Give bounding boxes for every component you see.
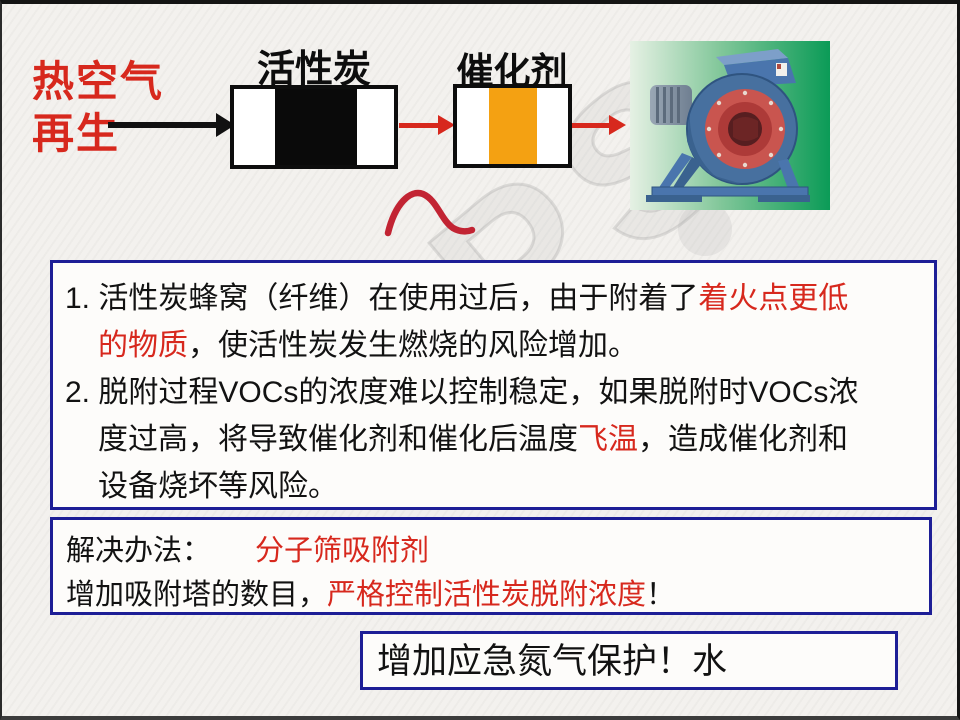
risk-text-box: 1. 活性炭蜂窝（纤维）在使用过后，由于附着了着火点更低的物质，使活性炭发生燃烧… (50, 260, 937, 510)
fan-illustration (630, 41, 830, 210)
text-line: 的物质，使活性炭发生燃烧的风险增加。 (65, 322, 924, 369)
text-segment: 增加吸附塔的数目， (66, 579, 328, 611)
catalyst-fill-block (489, 88, 537, 164)
text-segment: 严格控制活性炭脱附浓度 (327, 579, 647, 611)
text-line: 度过高，将导致催化剂和催化后温度飞温，造成催化剂和 (65, 416, 924, 463)
solution-text-box: 解决办法： 分子筛吸附剂增加吸附塔的数目，严格控制活性炭脱附浓度！ (50, 517, 932, 615)
text-segment: 1. 活性炭蜂窝（纤维）在使用过后，由于附着了 (65, 282, 699, 315)
nitrogen-protection-box: 增加应急氮气保护！水 (360, 631, 898, 690)
hot-air-line2: 再生 (32, 110, 121, 157)
text-segment: 分子筛吸附剂 (255, 535, 430, 567)
hot-air-line1: 热空气 (32, 58, 165, 105)
red-peak-curve (375, 182, 485, 240)
text-segment: 2. 脱附过程VOCs的浓度难以控制稳定，如果脱附时VOCs浓 (65, 376, 859, 409)
text-line: 设备烧坏等风险。 (65, 463, 924, 510)
nitrogen-protection-text: 增加应急氮气保护！水 (377, 642, 728, 681)
text-line: 2. 脱附过程VOCs的浓度难以控制稳定，如果脱附时VOCs浓 (65, 369, 924, 416)
catalyst-box (453, 84, 572, 168)
activated-carbon-box (230, 85, 398, 169)
text-segment: 的物质 (98, 329, 188, 362)
hot-air-regeneration-label: 热空气 再生 (32, 56, 164, 160)
text-segment: 设备烧坏等风险。 (98, 470, 338, 503)
text-line: 解决办法： 分子筛吸附剂 (66, 529, 919, 573)
text-line: 1. 活性炭蜂窝（纤维）在使用过后，由于附着了着火点更低 (65, 275, 924, 322)
text-segment: 飞温 (578, 423, 638, 456)
text-segment: ！ (646, 579, 676, 611)
text-segment: 解决办法： (66, 535, 212, 567)
text-line: 增加吸附塔的数目，严格控制活性炭脱附浓度！ (66, 573, 919, 617)
text-segment: 着火点更低 (698, 282, 849, 315)
watermark-circle (678, 202, 732, 256)
activated-carbon-label: 活性炭 (256, 49, 371, 91)
centrifugal-fan-image (630, 41, 830, 210)
carbon-fill-block (275, 89, 357, 165)
text-segment: 度过高，将导致催化剂和催化后温度 (98, 423, 578, 456)
peak-curve-svg (384, 189, 476, 237)
text-segment: ，造成催化剂和 (638, 423, 848, 456)
text-segment: ，使活性炭发生燃烧的风险增加。 (188, 329, 638, 362)
